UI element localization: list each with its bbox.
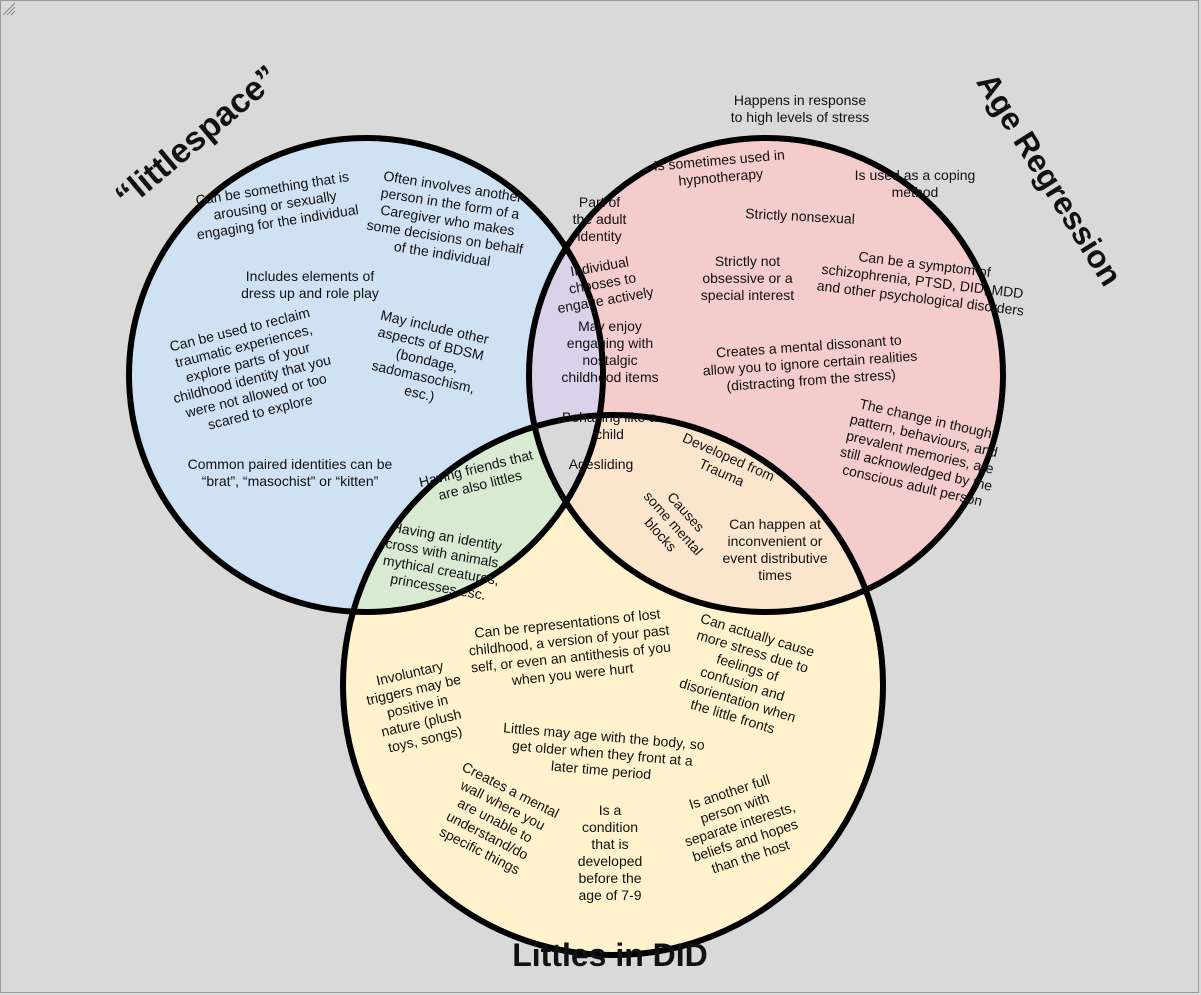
center-behaving: Behaving like a child xyxy=(562,409,657,442)
littles-in-did-outline xyxy=(340,412,886,958)
ls-dress-up: Includes elements of dress up and role p… xyxy=(241,268,379,301)
littlespace-outline xyxy=(126,135,606,615)
lit-condition: Is a condition that is developed before … xyxy=(577,802,643,903)
arlit-inconvenient: Can happen at inconvenient or event dist… xyxy=(722,516,828,583)
age-regression-outline xyxy=(526,135,1006,615)
center-agesliding: Agesliding xyxy=(568,456,634,472)
ls-paired: Common paired identities can be “brat”, … xyxy=(187,456,393,489)
age-regression-littles-overlap xyxy=(529,415,883,612)
ar-coping: Is used as a coping method xyxy=(854,167,976,200)
ar-stress: Happens in response to high levels of st… xyxy=(730,92,870,125)
littlespace-littles-overlap xyxy=(343,415,603,612)
resize-grip-icon[interactable] xyxy=(0,0,16,16)
lsar-adult-identity: Part of the adult identity xyxy=(572,194,627,244)
lsar-nostalgic: May enjoy engaging with nostalgic childh… xyxy=(561,318,659,385)
ar-not-obsessive: Strictly not obsessive or a special inte… xyxy=(700,253,795,303)
littles-in-did-title: Littles in DID xyxy=(512,937,708,973)
